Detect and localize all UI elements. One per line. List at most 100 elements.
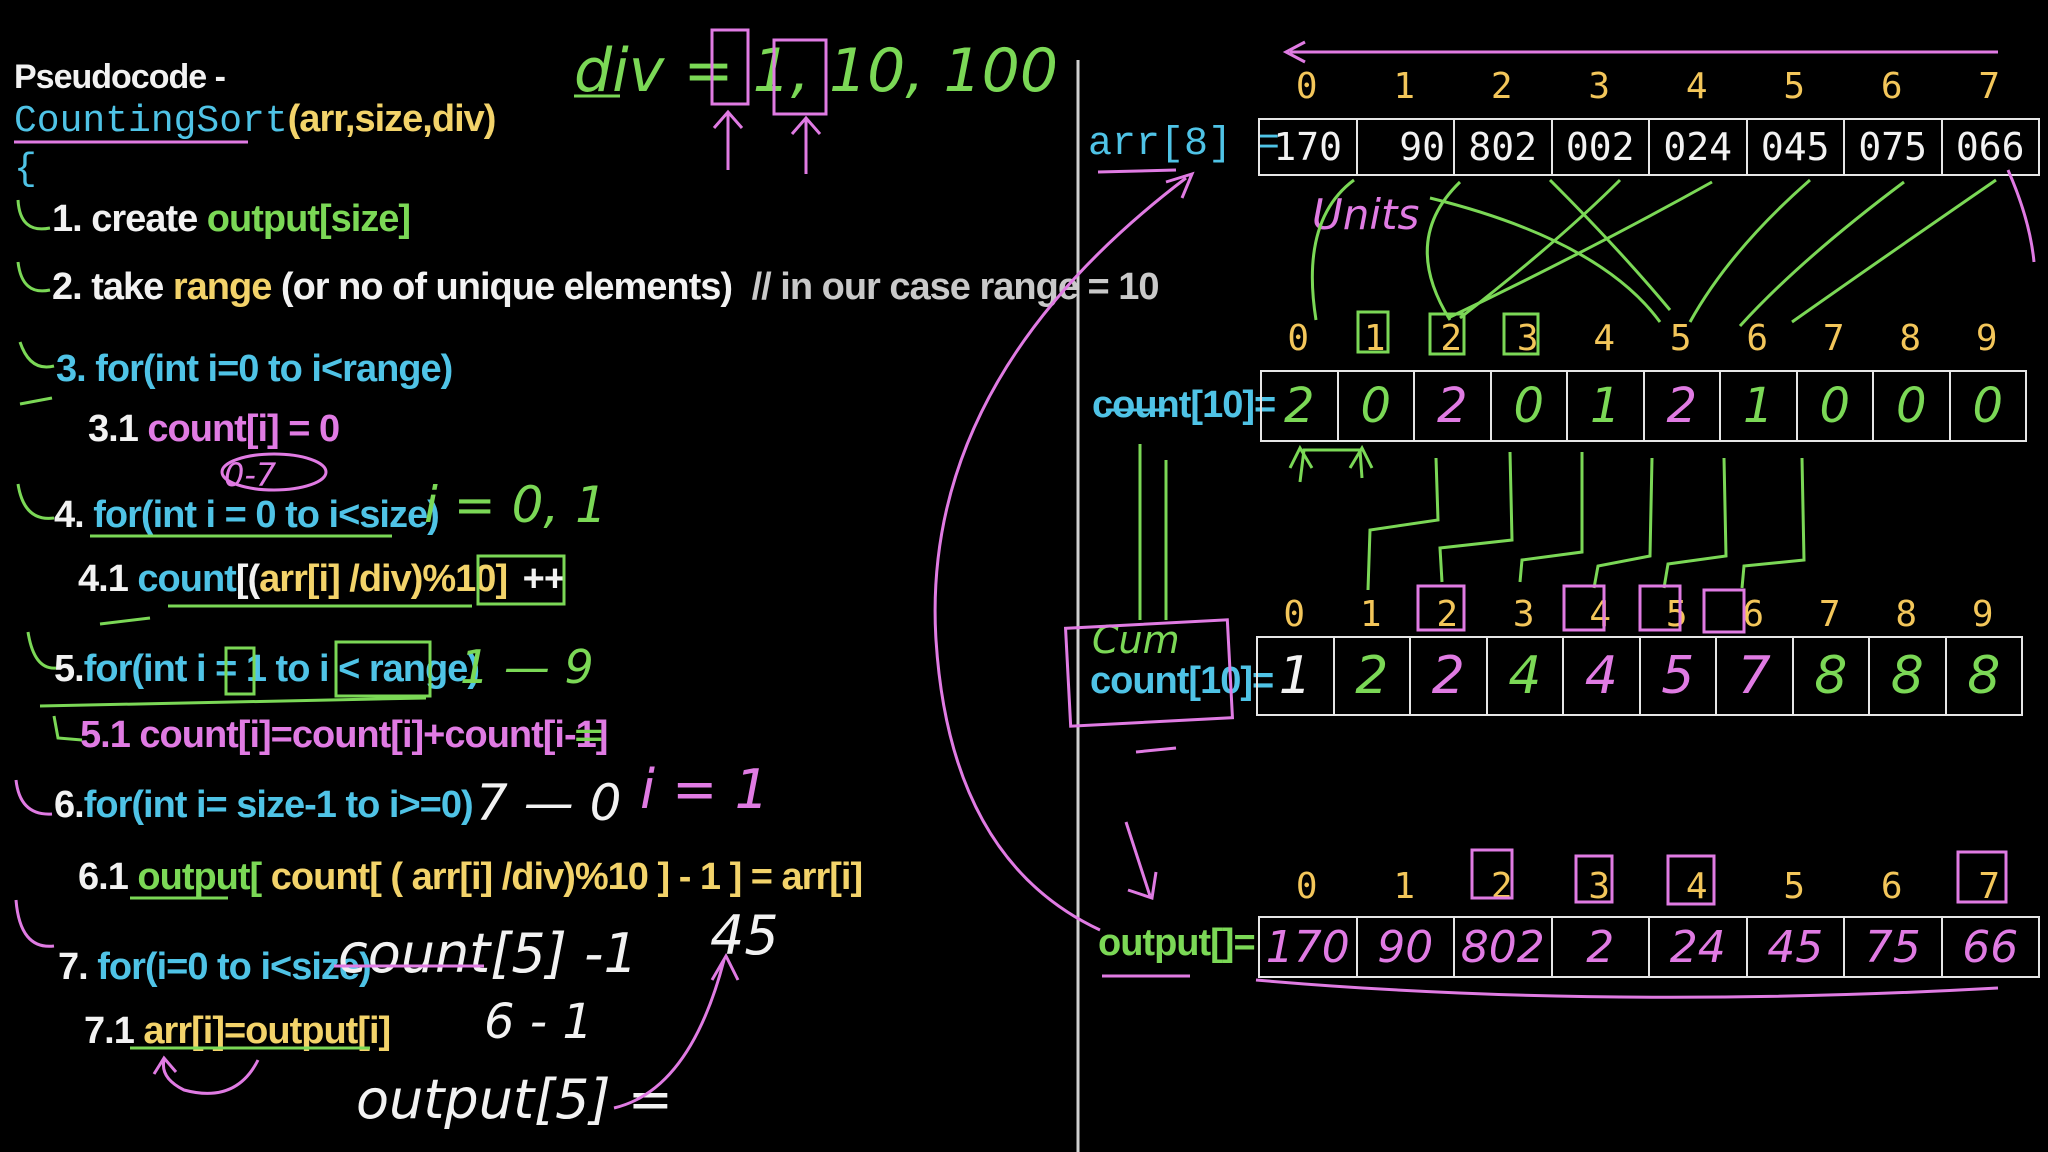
step-1: 1. create output[size] bbox=[52, 198, 411, 241]
count-cell: 0 bbox=[1948, 370, 2027, 442]
output-index: 7 bbox=[1978, 866, 2001, 907]
cum-count-cell: 8 bbox=[1791, 636, 1870, 716]
step-2-rest: (or no of unique elements) bbox=[280, 266, 733, 308]
arr-index: 1 bbox=[1393, 66, 1416, 107]
function-name: CountingSort bbox=[14, 100, 288, 143]
count-index: 8 bbox=[1899, 318, 1922, 359]
cum-count-index: 1 bbox=[1359, 594, 1382, 635]
count-index: 0 bbox=[1287, 318, 1310, 359]
step-5: 5.for(int i = 1 to i < range) bbox=[54, 648, 480, 691]
cum-count-index: 3 bbox=[1512, 594, 1535, 635]
count-index: 3 bbox=[1516, 318, 1539, 359]
cum-count-cell: 2 bbox=[1409, 636, 1488, 716]
count-index: 4 bbox=[1593, 318, 1616, 359]
cum-count-index: 7 bbox=[1818, 594, 1841, 635]
pseudocode-title: Pseudocode - bbox=[14, 58, 226, 96]
arr-index: 5 bbox=[1783, 66, 1806, 107]
step-5-num: 5. bbox=[54, 648, 85, 690]
output-cell: 75 bbox=[1843, 916, 1943, 978]
output-cell: 170 bbox=[1258, 916, 1358, 978]
arr-index: 7 bbox=[1978, 66, 2001, 107]
cum-count-index: 6 bbox=[1742, 594, 1765, 635]
arr-label: arr[8] = bbox=[1088, 122, 1281, 167]
count-index: 5 bbox=[1669, 318, 1692, 359]
output-cell: 802 bbox=[1453, 916, 1553, 978]
count5-note: count[5] -1 bbox=[338, 922, 638, 985]
step-6-1: 6.1 output[ count[ ( arr[i] /div)%10 ] -… bbox=[78, 856, 863, 899]
step-5-1: 5.1 count[i]=count[i]+count[i-1] bbox=[80, 714, 608, 756]
range-7-0-note: 7 — 0 bbox=[476, 774, 622, 832]
arr-index: 6 bbox=[1880, 66, 1903, 107]
step-6-1-output: output[ bbox=[137, 856, 262, 898]
output-cell: 2 bbox=[1550, 916, 1650, 978]
step-4-1-increment: ++ bbox=[522, 558, 566, 600]
cum-count-index: 4 bbox=[1589, 594, 1612, 635]
arr-index: 3 bbox=[1588, 66, 1611, 107]
open-brace: { bbox=[14, 148, 37, 191]
step-3-1-num: 3.1 bbox=[88, 408, 139, 450]
arr-cell: 024 bbox=[1648, 118, 1748, 176]
units-note: Units bbox=[1312, 190, 1420, 239]
count-index: 7 bbox=[1822, 318, 1845, 359]
step-4-1-num: 4.1 bbox=[78, 558, 129, 600]
output-index: 3 bbox=[1588, 866, 1611, 907]
step-7-1-text: arr[i]=output[i] bbox=[143, 1010, 391, 1052]
range-1-9-note: 1 — 9 bbox=[460, 640, 594, 694]
step-4-1: 4.1 count[(arr[i] /div)%10] ++ bbox=[78, 558, 566, 601]
output-index: 5 bbox=[1783, 866, 1806, 907]
equals-note: = bbox=[572, 712, 606, 758]
function-params: (arr,size,div) bbox=[287, 98, 497, 140]
step-4-text: for(int i = 0 to i<size) bbox=[93, 494, 439, 536]
output-index: 4 bbox=[1685, 866, 1708, 907]
value-45-note: 45 bbox=[710, 904, 779, 967]
step-3-1: 3.1 count[i] = 0 bbox=[88, 408, 340, 451]
six-minus-one-note: 6 - 1 bbox=[484, 994, 593, 1050]
step-3: 3. for(int i=0 to i<range) bbox=[56, 348, 453, 390]
arr-cell: 170 bbox=[1258, 118, 1358, 176]
output-label: output[]= bbox=[1098, 922, 1256, 964]
cum-count-index: 9 bbox=[1971, 594, 1994, 635]
count-cell: 2 bbox=[1260, 370, 1339, 442]
step-6-1-num: 6.1 bbox=[78, 856, 129, 898]
step-4-num: 4. bbox=[54, 494, 85, 536]
arr-index: 0 bbox=[1295, 66, 1318, 107]
step-7-text: for(i=0 to i<size) bbox=[97, 946, 371, 988]
output-index: 6 bbox=[1880, 866, 1903, 907]
step-4: 4. for(int i = 0 to i<size) bbox=[54, 494, 440, 537]
step-6-1-rest: count[ ( arr[i] /div)%10 ] - 1 ] = arr[i… bbox=[270, 856, 863, 898]
step-4-1-expr: arr[i] /div)%10] bbox=[259, 558, 508, 600]
count-cell: 2 bbox=[1413, 370, 1492, 442]
step-2-text: 2. take bbox=[52, 266, 164, 308]
cum-count-cell: 7 bbox=[1715, 636, 1794, 716]
count-index: 2 bbox=[1440, 318, 1463, 359]
cum-count-label: count[10]= bbox=[1090, 660, 1274, 702]
count-index: 6 bbox=[1746, 318, 1769, 359]
cum-count-index: 5 bbox=[1665, 594, 1688, 635]
step-2-comment: // in our case range = 10 bbox=[751, 266, 1160, 308]
arr-index: 4 bbox=[1685, 66, 1708, 107]
step-4-1-count: count bbox=[137, 558, 236, 600]
step-7-num: 7. bbox=[58, 946, 89, 988]
step-6-num: 6. bbox=[54, 784, 85, 826]
cum-count-index: 2 bbox=[1436, 594, 1459, 635]
output-cell: 66 bbox=[1940, 916, 2040, 978]
step-6-text: for(int i= size-1 to i>=0) bbox=[83, 784, 474, 826]
arr-cell: 045 bbox=[1745, 118, 1845, 176]
step-3-1-text: count[i] = 0 bbox=[147, 408, 340, 450]
step-1-text: 1. create bbox=[52, 198, 198, 240]
cum-count-cell: 8 bbox=[1944, 636, 2023, 716]
cum-count-cell: 1 bbox=[1256, 636, 1335, 716]
arr-index: 2 bbox=[1490, 66, 1513, 107]
count-label: count[10]= bbox=[1092, 384, 1276, 426]
step-1-output: output[size] bbox=[206, 198, 411, 240]
step-6: 6.for(int i= size-1 to i>=0) bbox=[54, 784, 474, 827]
cum-count-cell: 5 bbox=[1638, 636, 1717, 716]
step-4-1-bracket: [( bbox=[235, 558, 260, 600]
output5-note: output[5] = bbox=[356, 1068, 674, 1131]
count-index: 9 bbox=[1975, 318, 1998, 359]
step-2-range: range bbox=[172, 266, 272, 308]
step-2: 2. take range (or no of unique elements)… bbox=[52, 266, 1160, 309]
output-index: 1 bbox=[1393, 866, 1416, 907]
step-7-1: 7.1 arr[i]=output[i] bbox=[84, 1010, 391, 1053]
